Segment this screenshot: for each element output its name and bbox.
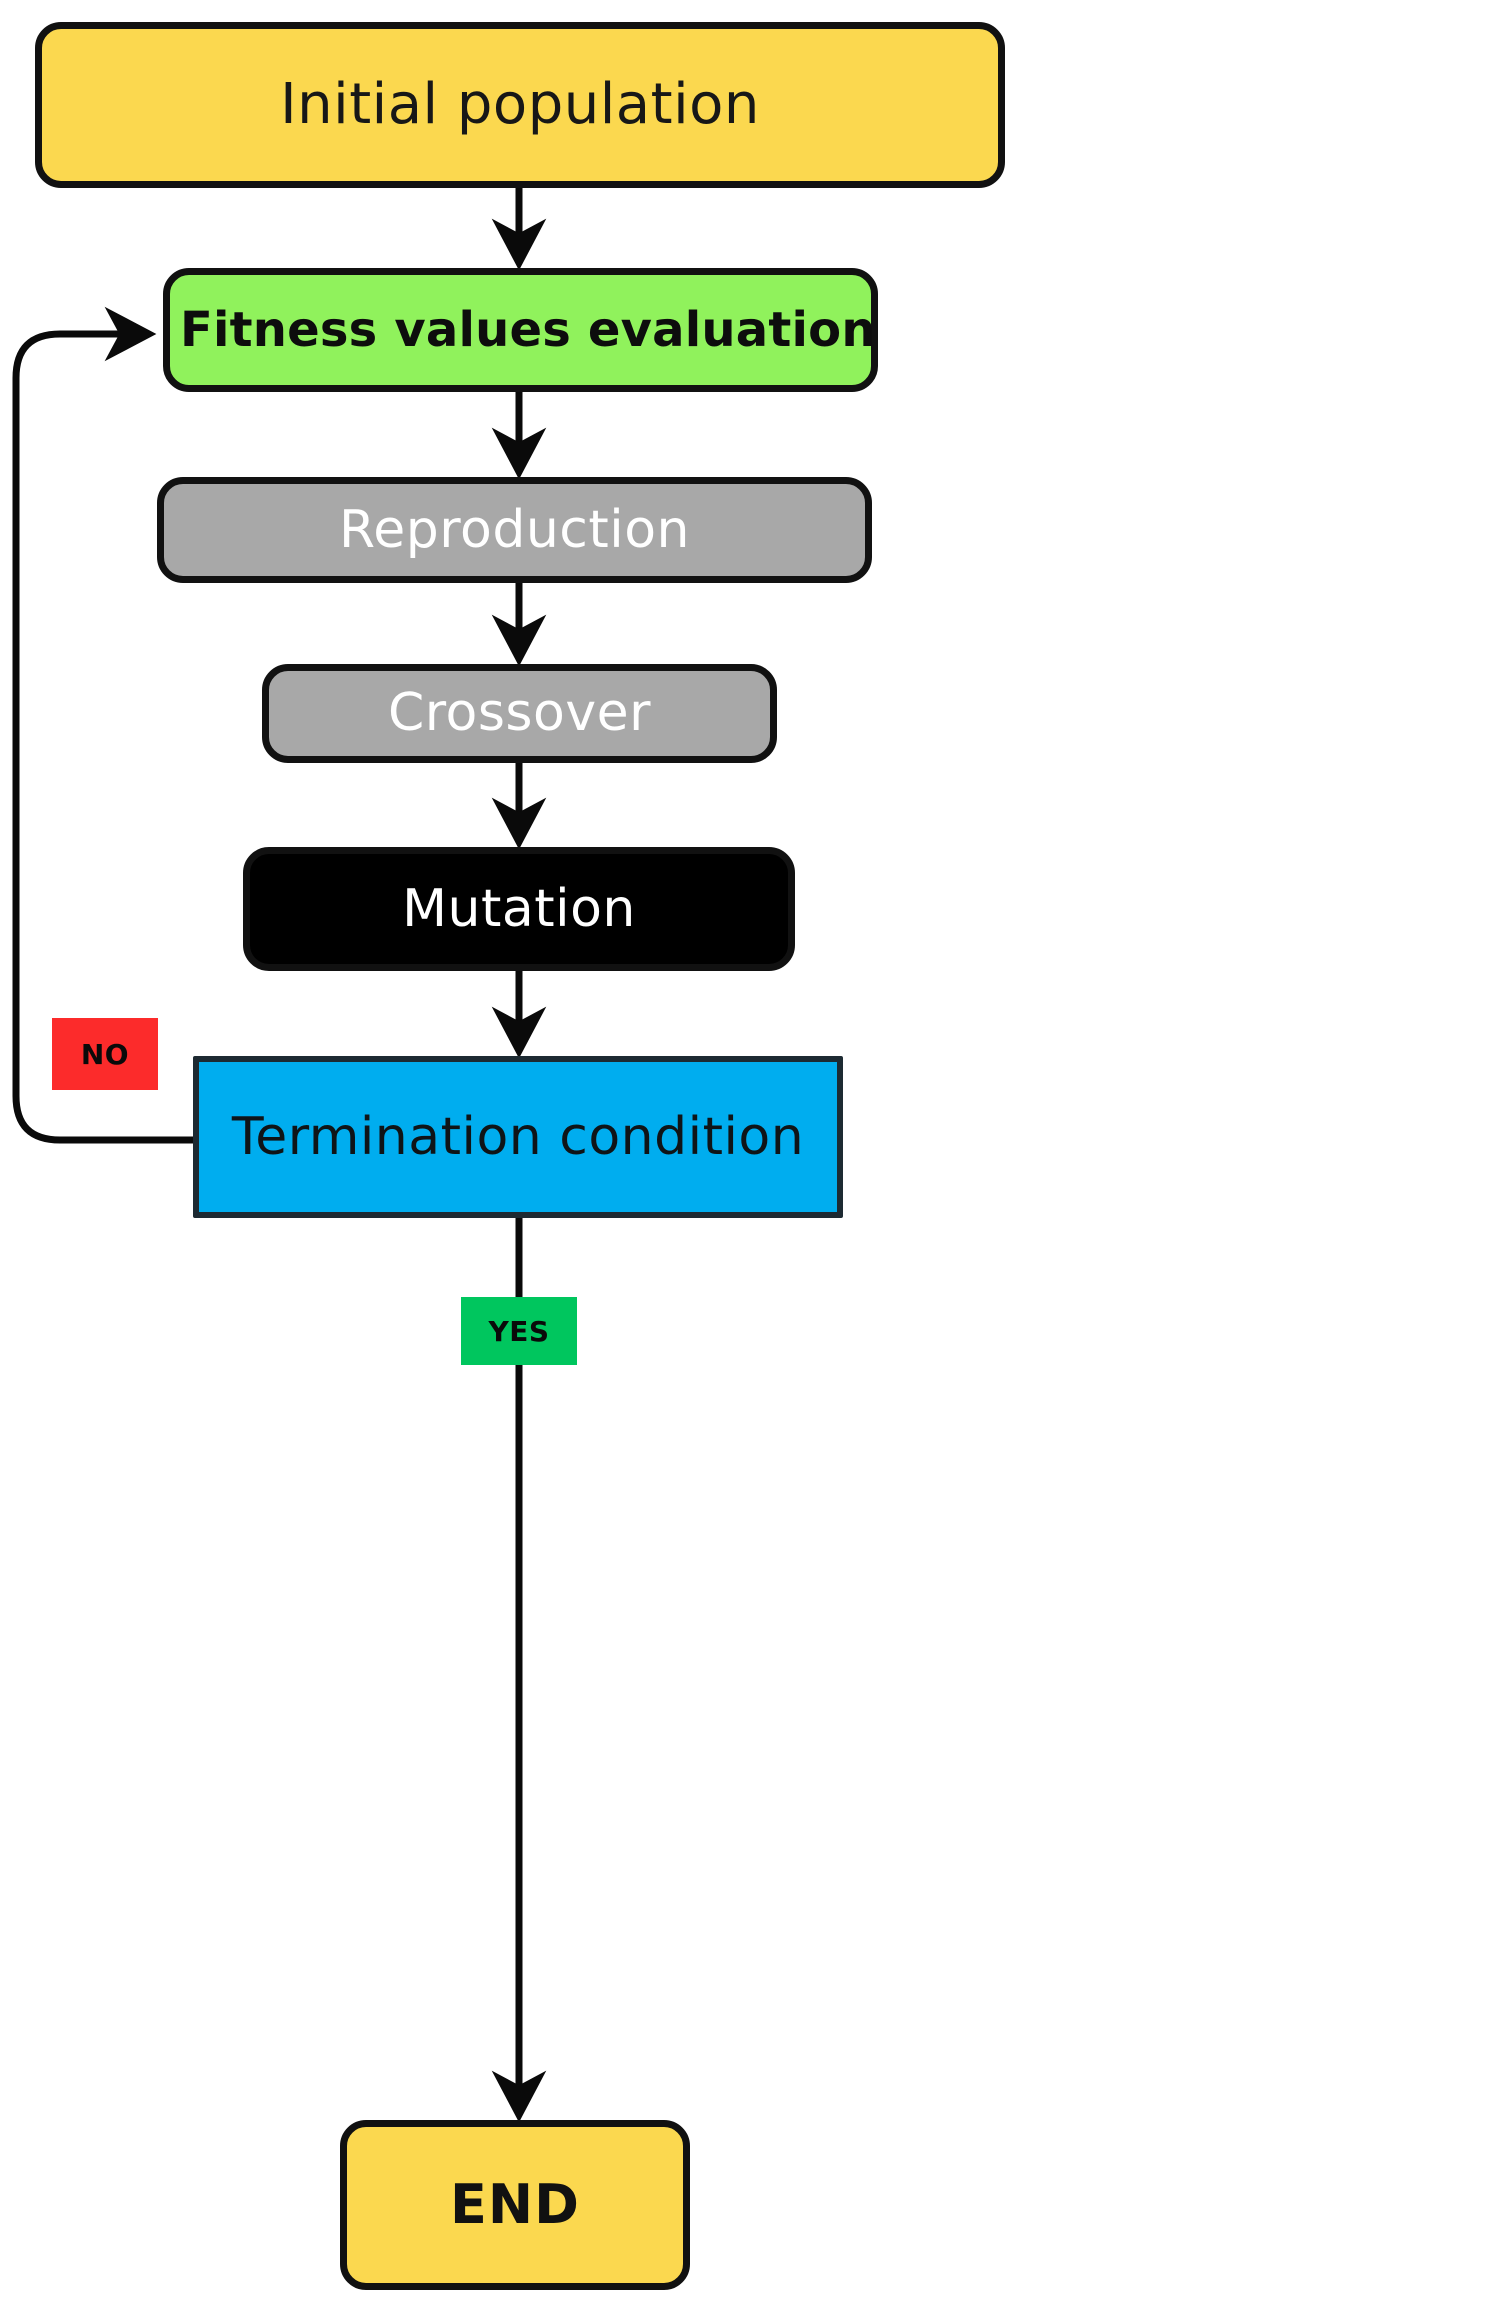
edge-label-yes-text: YES (488, 1314, 550, 1348)
node-reproduction[interactable]: Reproduction (157, 477, 872, 583)
node-end-label: END (450, 2172, 580, 2236)
node-termination-condition-label: Termination condition (231, 1106, 805, 1167)
node-fitness-values-evaluation[interactable]: Fitness values evaluation (163, 268, 878, 392)
node-initial-population[interactable]: Initial population (35, 22, 1005, 188)
edge-label-yes: YES (461, 1297, 577, 1365)
node-crossover-label: Crossover (387, 683, 651, 744)
node-reproduction-label: Reproduction (338, 499, 690, 560)
node-fitness-values-evaluation-label: Fitness values evaluation (180, 301, 876, 358)
node-crossover[interactable]: Crossover (262, 664, 777, 763)
node-initial-population-label: Initial population (280, 71, 760, 137)
node-termination-condition[interactable]: Termination condition (193, 1056, 843, 1218)
node-end[interactable]: END (340, 2120, 690, 2290)
edge-label-no: NO (52, 1018, 158, 1090)
node-mutation[interactable]: Mutation (243, 847, 795, 971)
edge-label-no-text: NO (80, 1037, 130, 1071)
node-mutation-label: Mutation (402, 878, 636, 939)
